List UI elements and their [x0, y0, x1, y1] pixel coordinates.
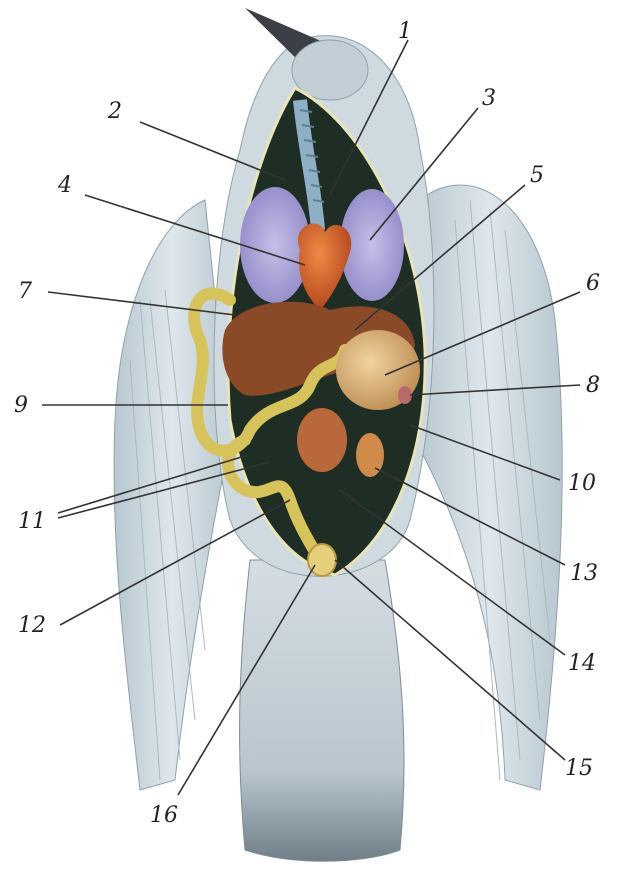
label-11: 11 — [18, 509, 46, 534]
label-13: 13 — [570, 561, 598, 586]
label-2: 2 — [107, 99, 122, 124]
tail-feathers — [240, 560, 404, 861]
label-8: 8 — [586, 373, 600, 398]
label-3: 3 — [482, 86, 496, 111]
label-4: 4 — [57, 173, 72, 198]
right-wing — [415, 185, 562, 790]
label-16: 16 — [150, 803, 178, 828]
spleen-organ — [398, 386, 412, 404]
label-1: 1 — [398, 19, 412, 44]
label-6: 6 — [586, 271, 600, 296]
label-7: 7 — [18, 279, 32, 304]
label-5: 5 — [530, 163, 544, 188]
label-15: 15 — [565, 756, 593, 781]
label-12: 12 — [18, 613, 46, 638]
label-9: 9 — [14, 393, 28, 418]
kidney-organ — [297, 408, 347, 472]
label-10: 10 — [568, 471, 596, 496]
label-14: 14 — [568, 651, 596, 676]
